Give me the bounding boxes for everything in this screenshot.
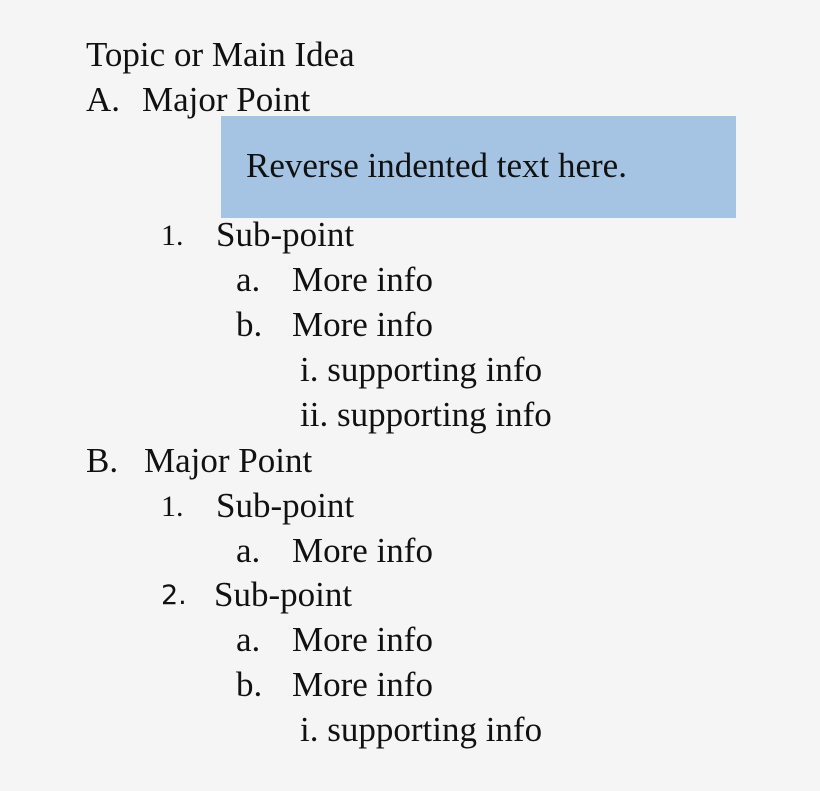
more-info-a1a-text: More info <box>292 260 433 299</box>
sub-point-b1-marker: 1. <box>161 490 184 523</box>
sub-point-b1-text: Sub-point <box>216 486 355 525</box>
supporting-info-b2b-i: i. supporting info <box>300 710 543 749</box>
more-info-b2b-text: More info <box>292 665 433 704</box>
more-info-b2a-marker: a. <box>236 620 261 659</box>
more-info-b2a-text: More info <box>292 620 433 659</box>
more-info-a1a-marker: a. <box>236 260 261 299</box>
supporting-info-a1b-ii: ii. supporting info <box>300 395 552 434</box>
sub-point-b2-marker: 2. <box>161 580 187 611</box>
more-info-a1b-marker: b. <box>236 305 263 344</box>
major-point-a-marker: A. <box>86 80 121 119</box>
supporting-info-a1b-i: i. supporting info <box>300 350 543 389</box>
sub-point-a1-text: Sub-point <box>216 215 355 254</box>
reverse-indent-callout: Reverse indented text here. <box>221 116 736 218</box>
more-info-b1a-text: More info <box>292 531 433 570</box>
sub-point-b2-text: Sub-point <box>214 575 353 614</box>
outline-title: Topic or Main Idea <box>86 35 355 74</box>
more-info-b2b-marker: b. <box>236 665 263 704</box>
callout-text: Reverse indented text here. <box>246 146 627 185</box>
sub-point-a1-marker: 1. <box>161 219 184 252</box>
major-point-b-marker: B. <box>86 441 119 480</box>
major-point-a-text: Major Point <box>142 80 311 119</box>
major-point-b-text: Major Point <box>144 441 313 480</box>
more-info-a1b-text: More info <box>292 305 433 344</box>
more-info-b1a-marker: a. <box>236 531 261 570</box>
